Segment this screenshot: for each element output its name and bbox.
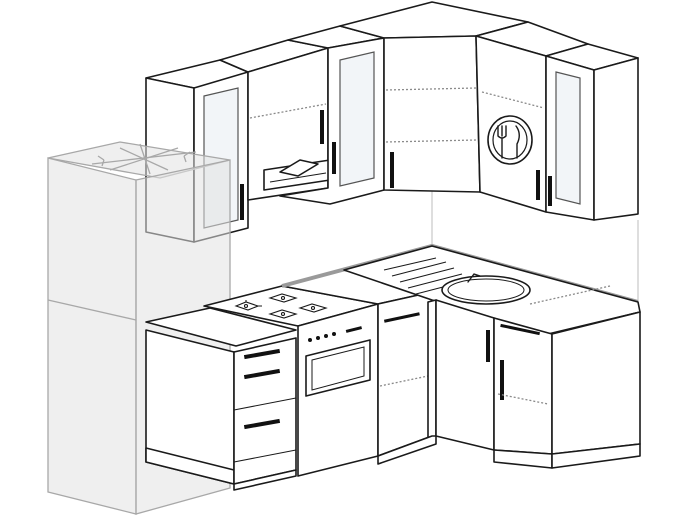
base-cabinet-left[interactable] [145, 307, 297, 485]
range-hood [263, 159, 331, 191]
oven-knobs [308, 326, 363, 342]
plinth [233, 435, 437, 491]
oven-door [305, 339, 371, 397]
sink [441, 273, 531, 305]
snowflake-icon [91, 143, 197, 175]
cutlery-icon [487, 115, 533, 165]
upper-cabinet-right-glass[interactable] [545, 43, 639, 221]
cooktop-burners [234, 293, 328, 319]
sink-base-cabinet[interactable] [427, 299, 495, 451]
wall-outline [431, 190, 639, 300]
base-cabinet-right[interactable] [493, 311, 641, 469]
drawer-unit[interactable] [233, 337, 297, 485]
